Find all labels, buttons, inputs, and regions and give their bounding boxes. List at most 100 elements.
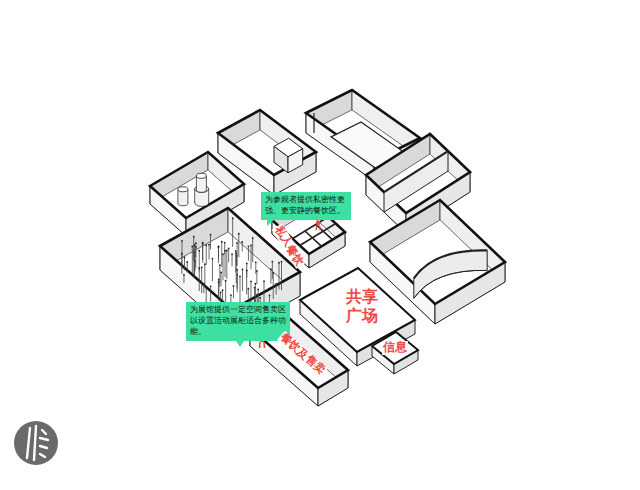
rod-tip — [198, 267, 200, 269]
partition-grid — [292, 217, 335, 247]
rod — [270, 269, 271, 283]
rod-tip — [193, 244, 195, 246]
rod-tip — [219, 264, 221, 266]
inner-wall-top — [384, 151, 448, 192]
logo — [14, 421, 58, 465]
rod — [204, 264, 205, 286]
rod-tip — [275, 283, 277, 285]
rod — [194, 245, 195, 275]
rod — [210, 286, 211, 301]
rod-tip — [255, 261, 257, 263]
rod-tip — [247, 288, 249, 290]
rod-tip — [201, 266, 203, 268]
rod-tip — [220, 272, 222, 274]
rod — [226, 251, 227, 280]
partition — [316, 224, 333, 239]
wall-rim — [160, 208, 300, 310]
rod-tip — [269, 294, 271, 296]
rod — [239, 276, 240, 302]
room — [372, 332, 418, 374]
rod — [272, 262, 273, 279]
cylinder-edge — [194, 189, 195, 203]
cylinder-edge — [187, 189, 188, 203]
rod-tip — [242, 269, 244, 271]
rod — [237, 270, 238, 292]
rod-tip — [254, 297, 256, 299]
rod — [242, 269, 243, 291]
rod-tip — [184, 257, 186, 259]
cylinder-edge — [206, 176, 207, 190]
wall-rim — [218, 110, 316, 175]
rod — [184, 258, 185, 271]
rod — [220, 292, 221, 302]
rod-tip — [204, 263, 206, 265]
rod — [233, 286, 234, 298]
rod — [218, 247, 219, 263]
rod-tip — [212, 258, 214, 260]
rod-tip — [226, 250, 228, 252]
cylinder-top — [196, 173, 206, 178]
rod-tip — [231, 253, 233, 255]
rod — [192, 246, 193, 274]
curved-wall-base — [414, 270, 487, 298]
wall-rim — [366, 134, 470, 213]
rod-tip — [238, 233, 240, 235]
rod — [201, 267, 202, 293]
rod-tip — [224, 250, 226, 252]
person-legs — [260, 342, 265, 348]
rod — [273, 273, 274, 299]
rod — [209, 245, 210, 260]
rod — [232, 218, 233, 247]
rod — [199, 251, 200, 272]
rod — [248, 246, 249, 261]
rod-tip — [270, 268, 272, 270]
rod-tip — [222, 253, 224, 255]
rod — [236, 253, 237, 283]
rod-tip — [202, 243, 204, 245]
rod-tip — [250, 280, 252, 282]
rod — [210, 235, 211, 250]
rod — [279, 263, 280, 290]
rod — [222, 254, 223, 280]
rod — [252, 238, 253, 262]
rod-tip — [218, 279, 220, 281]
rod — [225, 281, 226, 302]
rod — [237, 243, 238, 266]
rod-tip — [181, 253, 183, 255]
rod-tip — [221, 241, 223, 243]
rod-tip — [195, 242, 197, 244]
rod — [255, 262, 256, 274]
rod-tip — [278, 262, 280, 264]
person-body — [316, 221, 320, 226]
rod-tip — [183, 274, 185, 276]
rod — [238, 234, 239, 257]
rod — [232, 254, 233, 266]
rod-tip — [232, 217, 234, 219]
rod-tip — [256, 270, 258, 272]
rod-tip — [198, 250, 200, 252]
rod — [206, 288, 207, 303]
rod — [221, 242, 222, 267]
rod-tip — [259, 297, 261, 299]
cylinder-edge — [208, 189, 209, 203]
rod-tip — [252, 237, 254, 239]
rod — [246, 270, 247, 294]
rod-tip — [233, 285, 235, 287]
rod-tip — [208, 244, 210, 246]
rod — [183, 275, 184, 283]
area-label: 餐饮及售卖 — [277, 331, 328, 378]
curved-wall — [414, 250, 487, 298]
area-label: 共享广场 — [345, 287, 379, 325]
wall-rim — [370, 200, 505, 304]
rod-tip — [191, 246, 193, 248]
rod-tip — [236, 242, 238, 244]
rod-tip — [263, 280, 265, 282]
callout-box: 为展馆提供一定空间售卖区以设置活动展柜适合多种功能。 — [186, 302, 290, 341]
rod-tip — [210, 285, 212, 287]
callout-box: 为参观者提供私密性更强、更安静的餐饮区。 — [261, 192, 351, 220]
post — [313, 113, 314, 133]
rod-tip — [255, 283, 257, 285]
rod-tip — [271, 261, 273, 263]
